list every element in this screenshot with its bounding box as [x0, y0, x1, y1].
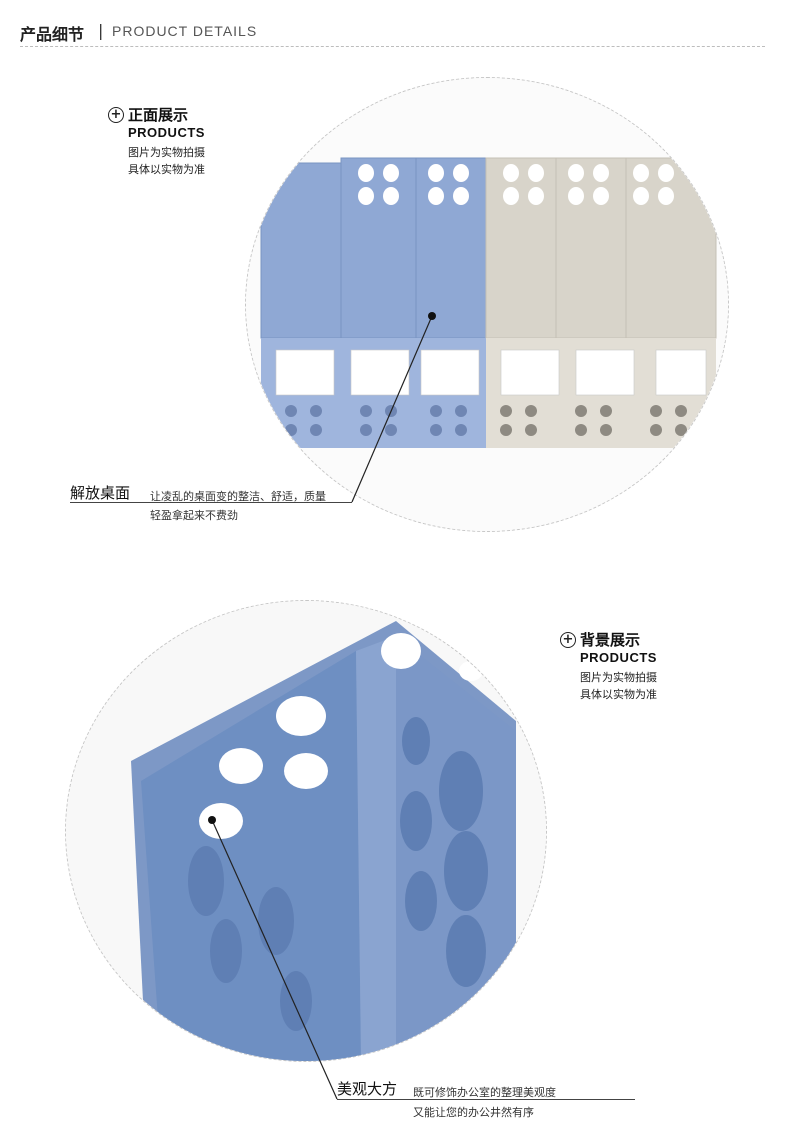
header-title-en: PRODUCT DETAILS — [112, 23, 258, 39]
plus-icon: + — [560, 631, 576, 648]
background-view-heading: 背景展示 — [580, 631, 641, 649]
section-header: 产品细节 | PRODUCT DETAILS — [20, 18, 765, 47]
caption-underline-1 — [70, 502, 352, 503]
plus-icon: + — [108, 106, 124, 123]
header-separator: | — [98, 21, 104, 40]
background-view-heading-block: +背景展示 PRODUCTS 图片为实物拍摄 具体以实物为准 — [560, 629, 657, 703]
file-holder-side-illustration — [66, 601, 546, 1061]
file-holders-front-illustration — [246, 78, 728, 531]
front-view-heading-block: +正面展示 PRODUCTS 图片为实物拍摄 具体以实物为准 — [108, 104, 205, 178]
caption-line-1b: 轻盈拿起来不费劲 — [150, 509, 238, 522]
header-title-cn: 产品细节 — [20, 25, 85, 44]
caption-title-2: 美观大方 — [337, 1080, 398, 1098]
caption-title-1: 解放桌面 — [70, 484, 131, 502]
background-view-note-1: 图片为实物拍摄 — [580, 671, 657, 684]
front-view-note-2: 具体以实物为准 — [128, 163, 205, 176]
caption-line-2a: 既可修饰办公室的整理美观度 — [413, 1086, 556, 1099]
caption-line-1a: 让凌乱的桌面变的整洁、舒适，质量 — [150, 490, 326, 503]
product-front-photo — [245, 77, 729, 532]
background-view-note-2: 具体以实物为准 — [580, 688, 657, 701]
background-view-heading-en: PRODUCTS — [580, 650, 657, 665]
product-side-photo — [65, 600, 547, 1062]
caption-underline-2 — [337, 1099, 635, 1100]
caption-line-2b: 又能让您的办公井然有序 — [413, 1106, 534, 1119]
front-view-heading: 正面展示 — [128, 106, 189, 124]
front-view-heading-en: PRODUCTS — [128, 125, 205, 140]
front-view-note-1: 图片为实物拍摄 — [128, 146, 205, 159]
